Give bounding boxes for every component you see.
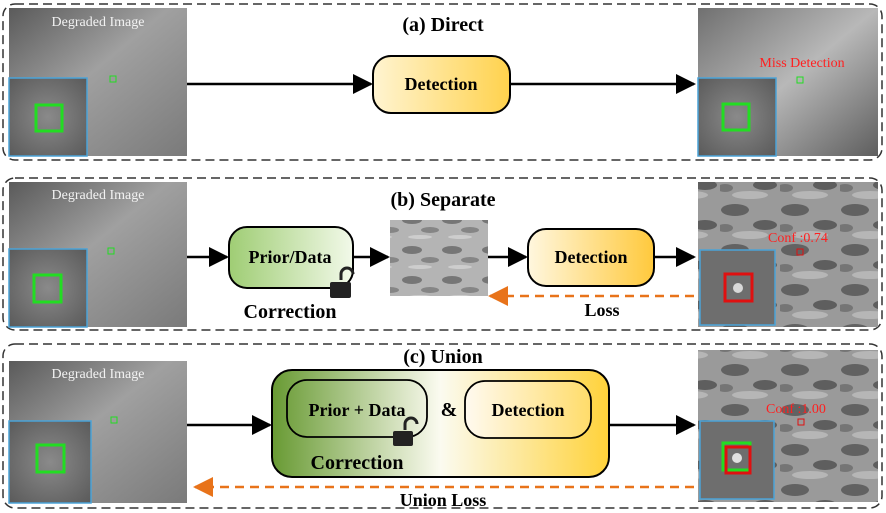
panel-b-detection-node: Detection bbox=[527, 228, 655, 287]
panel-c-amp-label: & bbox=[441, 399, 458, 421]
panel-c-prior-node bbox=[286, 379, 428, 438]
panel-b-frame bbox=[2, 177, 883, 331]
target-box bbox=[796, 248, 804, 256]
inset-zoom bbox=[8, 248, 88, 328]
inset-zoom bbox=[8, 77, 88, 157]
target-box bbox=[109, 75, 117, 83]
target-box bbox=[110, 416, 118, 424]
panel-c-loss-label: Union Loss bbox=[400, 490, 487, 510]
panel-c-output-label: Conf :1.00 bbox=[766, 402, 826, 417]
inset-target-box bbox=[34, 103, 64, 133]
panel-b-prior-label: Prior/Data bbox=[249, 247, 332, 267]
panel-c-union-node: Prior + Data & Detection Correction bbox=[271, 369, 610, 478]
inset-zoom bbox=[8, 420, 92, 504]
panel-a-detection-label: Detection bbox=[405, 74, 478, 94]
panel-a-input-image: Degraded Image bbox=[8, 8, 187, 157]
unlock-icon bbox=[330, 266, 355, 298]
panel-c-input-label: Degraded Image bbox=[52, 367, 145, 382]
panel-c-detection-node bbox=[464, 380, 592, 439]
inset-zoom bbox=[697, 77, 777, 157]
panel-c-prior-label: Prior + Data bbox=[309, 400, 406, 420]
panel-a-detection-node: Detection bbox=[372, 55, 511, 114]
inset-target-box bbox=[721, 102, 751, 132]
panel-c-input-image: Degraded Image bbox=[8, 361, 187, 504]
panel-c-frame bbox=[2, 343, 883, 509]
panel-b-detection-label: Detection bbox=[555, 247, 628, 267]
panel-c-title: (c) Union bbox=[403, 346, 482, 368]
panel-b-output-label: Conf :0.74 bbox=[768, 231, 828, 246]
panel-a-frame bbox=[2, 3, 883, 161]
panel-b-output-image: Conf :0.74 bbox=[698, 182, 878, 327]
panel-c-output-image: Conf :1.00 bbox=[698, 350, 878, 502]
panel-a-title: (a) Direct bbox=[402, 14, 484, 36]
panel-b-corrected-image bbox=[390, 220, 488, 296]
inset-target-box bbox=[723, 272, 754, 303]
inset-target-box bbox=[724, 445, 752, 475]
inset-target-box bbox=[32, 273, 63, 304]
panel-b-input-label: Degraded Image bbox=[52, 188, 145, 203]
panel-b-correction-label: Correction bbox=[244, 301, 337, 323]
target-box bbox=[797, 418, 805, 426]
target-box bbox=[796, 76, 804, 84]
panel-b-prior-node: Prior/Data bbox=[228, 226, 355, 298]
panel-c-detection-label: Detection bbox=[492, 400, 565, 420]
panel-a-output-label: Miss Detection bbox=[759, 56, 844, 71]
unlock-icon bbox=[393, 416, 419, 446]
panel-a-output-image: Miss Detection bbox=[697, 8, 878, 157]
panel-b-title: (b) Separate bbox=[391, 189, 496, 211]
panel-a-input-label: Degraded Image bbox=[52, 15, 145, 30]
panel-b-input-image: Degraded Image bbox=[8, 182, 187, 328]
panel-b-loss-label: Loss bbox=[584, 300, 619, 320]
target-box bbox=[107, 247, 115, 255]
inset-target-box bbox=[35, 443, 66, 474]
panel-c-correction-label: Correction bbox=[311, 452, 404, 474]
